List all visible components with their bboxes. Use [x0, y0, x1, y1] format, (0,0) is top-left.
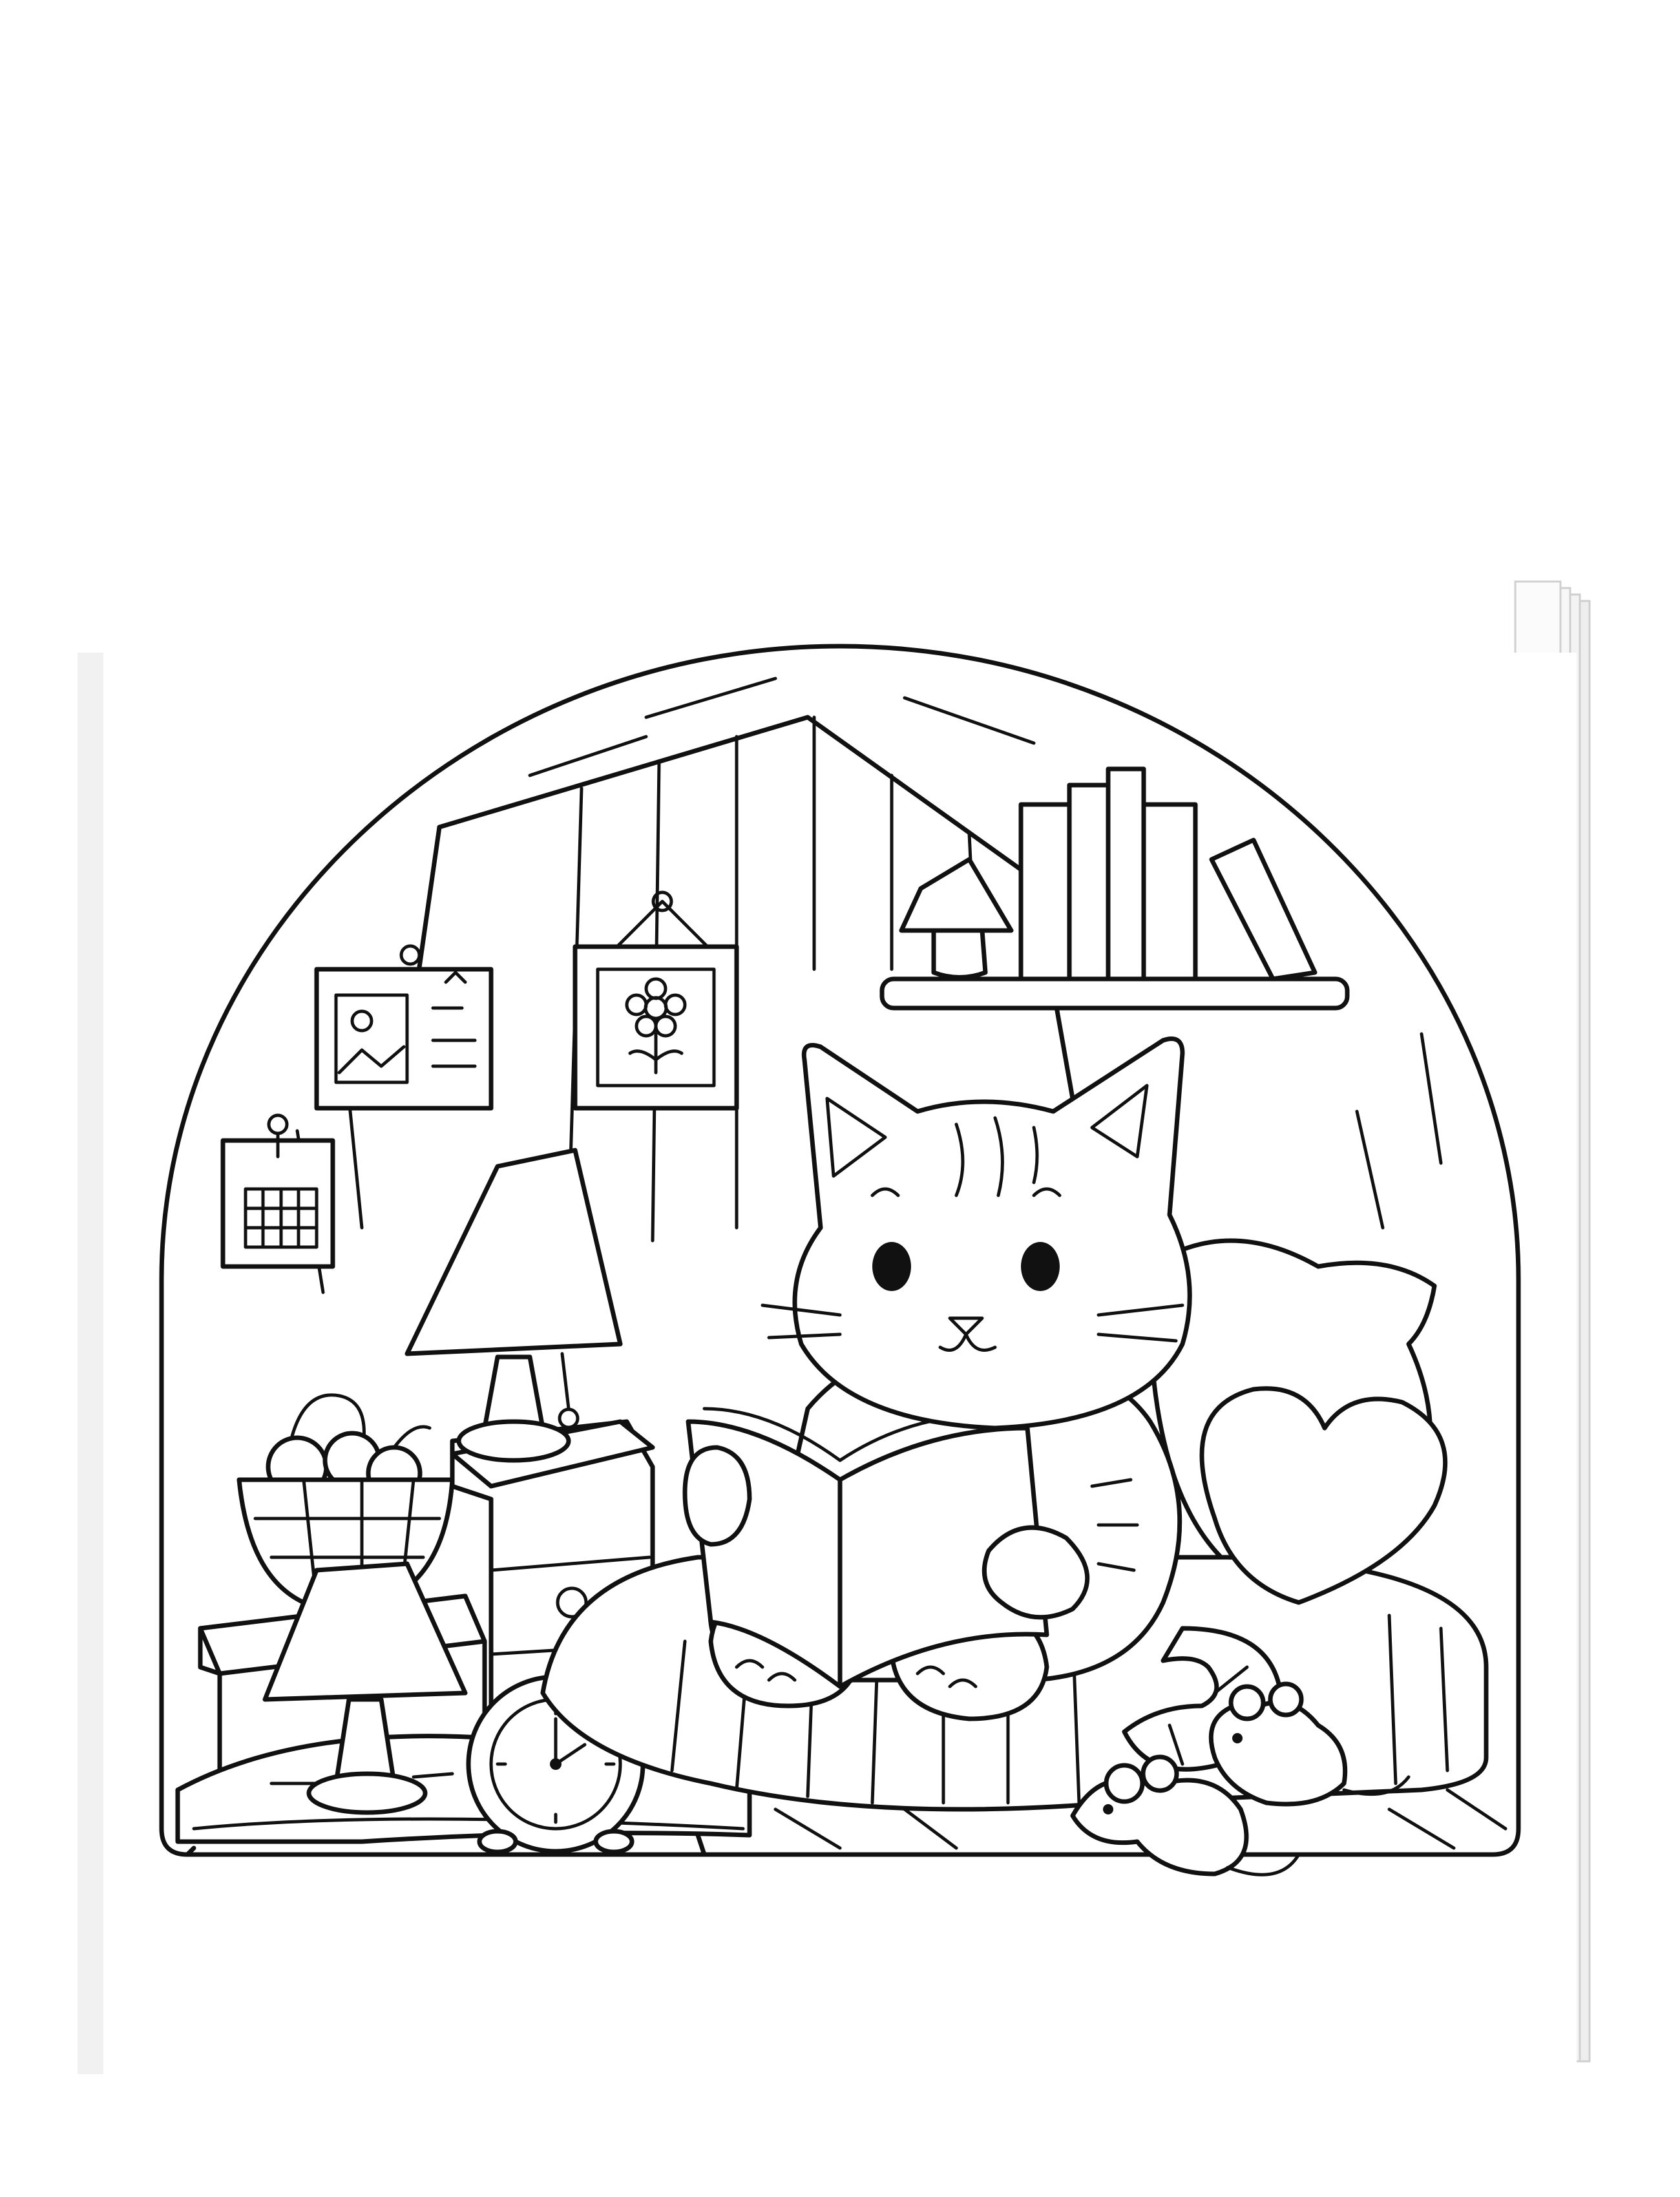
calendar: [220, 1113, 335, 1269]
landscape-pin: [399, 944, 421, 966]
clock-foot-right: [593, 1829, 635, 1855]
shelf-lamp-base: [931, 928, 988, 980]
mouse-back: [1208, 1681, 1411, 1807]
mouse-back-body: [1208, 1699, 1348, 1807]
mouse-back-tail: [1342, 1775, 1411, 1796]
mouse-front: [1070, 1754, 1301, 1876]
flower-picture: [572, 890, 739, 1111]
table-lamp-shade: [404, 1148, 623, 1356]
ceiling-strokes: [528, 677, 1036, 777]
table-edge: [192, 1817, 745, 1831]
cat-left-ear-inner: [825, 1097, 887, 1178]
shelf-board: [879, 976, 1350, 1011]
mouse-front-ear-2: [1140, 1754, 1179, 1793]
lamp-pull-knob: [558, 1407, 580, 1429]
flower-inner: [596, 967, 716, 1088]
cat-eyebrows: [870, 1187, 1062, 1197]
mouse-front-body: [1070, 1778, 1249, 1876]
book-right-page: [837, 1425, 1049, 1689]
mouse-front-eye: [1103, 1804, 1113, 1814]
cat-head: [792, 1036, 1192, 1431]
cat-mouth: [938, 1332, 997, 1352]
cat-left-eye: [872, 1242, 911, 1291]
flower-pin: [651, 890, 673, 912]
clock-hands: [554, 1717, 587, 1766]
sun-icon: [350, 1009, 373, 1033]
book-1: [1018, 802, 1072, 982]
cat-right-eye: [1021, 1242, 1060, 1291]
basket-handle: [289, 1393, 366, 1456]
mouse-back-ear-1: [1228, 1684, 1266, 1721]
wall-shelf: [879, 766, 1350, 1011]
head-stripes: [954, 1116, 1039, 1197]
shelf-lamp-shade: [899, 857, 1014, 933]
body-stripes: [1090, 1478, 1139, 1572]
roof-line: [437, 715, 1036, 881]
mountain-icon: [337, 1045, 406, 1075]
page-binding-shadow: [78, 653, 103, 2074]
floor-lines: [773, 1788, 1507, 1850]
book-5-leaning: [1209, 837, 1318, 982]
landscape-picture: [314, 944, 494, 1111]
book-4: [1141, 802, 1198, 982]
mouse-back-ear-2: [1268, 1681, 1304, 1718]
lamp-pull-chain: [560, 1352, 571, 1411]
mouse-front-ear-1: [1104, 1763, 1145, 1804]
basket-weave: [253, 1478, 441, 1604]
flower-hanger: [612, 899, 713, 952]
landscape-text-lines: [431, 971, 477, 1068]
table-legs: [185, 1833, 707, 1857]
book-2: [1067, 783, 1111, 982]
heart-pillow: [1199, 1386, 1448, 1605]
small-lamp-shade: [262, 1561, 468, 1702]
cat-whiskers: [761, 1303, 1184, 1343]
cat: [682, 1036, 1283, 1772]
cat-right-paw: [982, 1525, 1090, 1620]
left-toes: [735, 1659, 797, 1682]
landscape-inner: [334, 993, 409, 1084]
mouse-front-tail: [1226, 1853, 1301, 1876]
flower-icon: [625, 977, 687, 1075]
small-lamp-base: [306, 1771, 428, 1815]
table-lamp-base: [456, 1419, 571, 1463]
fruit-leaf: [392, 1425, 432, 1449]
cat-left-paw: [682, 1445, 752, 1547]
right-toes: [916, 1665, 978, 1688]
arch-frame: [159, 644, 1521, 1857]
cat-nose: [948, 1316, 984, 1336]
clock-foot-left: [477, 1829, 518, 1855]
mouse-back-eye: [1232, 1733, 1243, 1743]
cat-right-ear-inner: [1090, 1084, 1149, 1159]
book-3: [1106, 766, 1146, 982]
